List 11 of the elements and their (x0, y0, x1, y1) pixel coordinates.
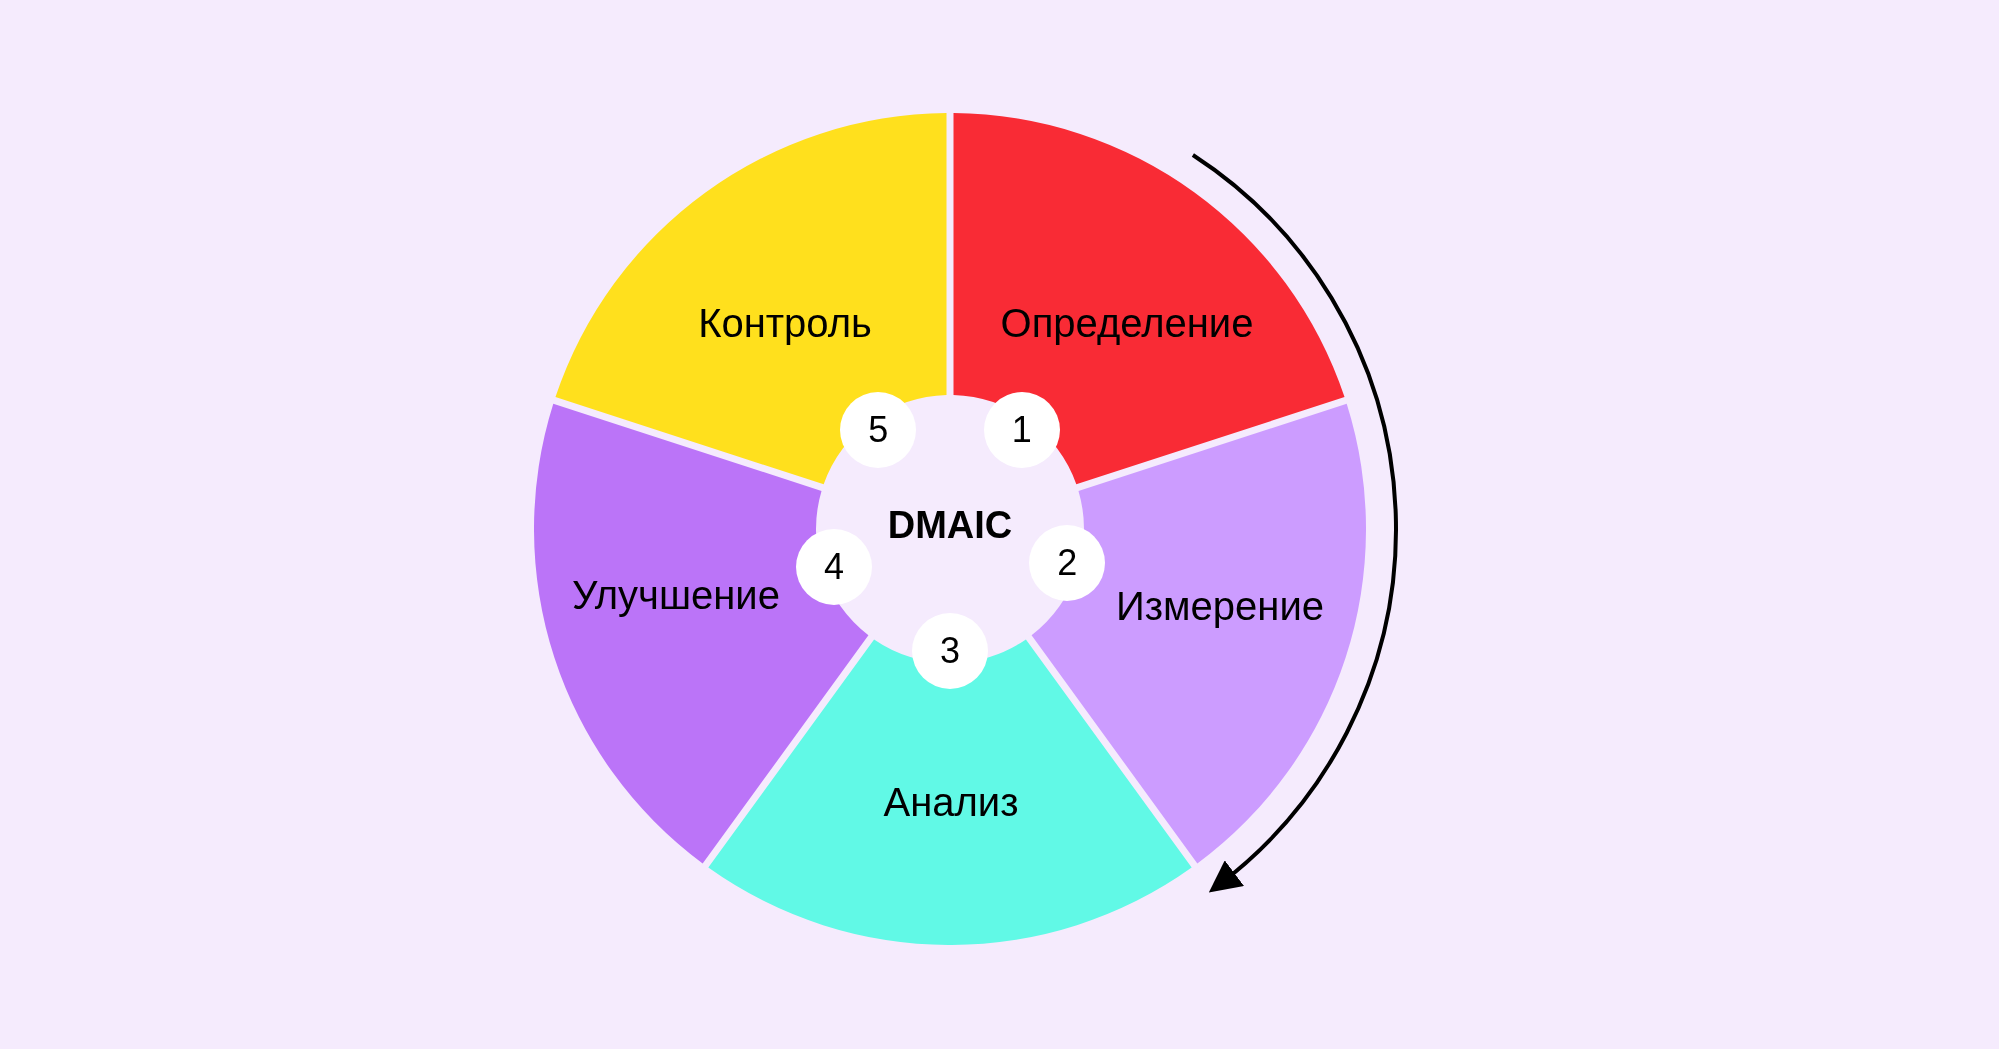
pie-segment (555, 113, 947, 485)
pie-segment (534, 403, 869, 864)
pie-segment (953, 113, 1345, 485)
segment-label: Анализ (883, 782, 1019, 822)
segment-label: Измерение (1116, 586, 1324, 626)
pie-segment (1031, 403, 1366, 864)
segment-label: Определение (1000, 303, 1254, 343)
segment-label: Улучшение (572, 575, 780, 615)
center-title: DMAIC (887, 506, 1013, 544)
segment-label: Контроль (698, 303, 872, 343)
pie-segment (708, 639, 1192, 945)
